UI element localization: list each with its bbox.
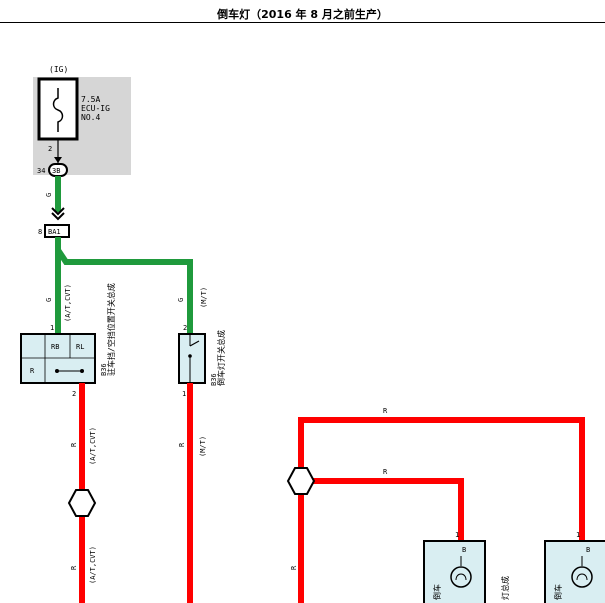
park-switch-name: 驻车挡/空挡位置开关总成	[106, 283, 116, 376]
wire-r-far-left-label: R	[290, 565, 298, 570]
park-switch-cell-rl: RL	[76, 343, 84, 351]
fuse-rating: 7.5A	[81, 95, 100, 104]
lamp-left-terminal: B	[462, 546, 466, 554]
park-switch-cell-rb: RB	[51, 343, 59, 351]
wire-g-top-label: G	[45, 193, 53, 197]
park-switch-cell-r: R	[30, 367, 35, 375]
connector-3b-label: 3B	[52, 167, 60, 175]
variant-atcvt-1: (A/T,CVT)	[64, 284, 72, 322]
fuse-name: ECU-IG	[81, 104, 110, 113]
wire-joint-hexagon	[286, 467, 316, 495]
splice-ba1-label: BA1	[48, 228, 61, 236]
switch-contact-icon	[80, 369, 84, 373]
backup-switch-pin-1: 1	[182, 390, 186, 398]
wire-green-right	[55, 248, 193, 334]
lamp-left-pin: 1	[455, 531, 459, 539]
lamp-right-terminal: B	[586, 546, 590, 554]
splice-pin-8: 8	[38, 228, 42, 236]
fuse-icon	[52, 88, 64, 132]
wire-red-top-branch	[298, 417, 585, 603]
lamp-bulb-icon	[450, 566, 472, 588]
title-underline	[0, 22, 605, 23]
lamp-left-label: 倒车	[432, 584, 442, 600]
park-switch-code: B36	[100, 363, 108, 376]
wire-red-mid-branch	[301, 478, 464, 541]
arrow-down-icon	[54, 157, 62, 163]
park-neutral-switch	[20, 333, 96, 384]
connector-pin-34: 34	[37, 167, 45, 175]
wire-joint-hexagon	[67, 489, 97, 517]
wire-g-left-label: G	[45, 298, 53, 302]
wire-r-top-branch-label: R	[383, 407, 388, 415]
ig-label: (IG)	[49, 65, 68, 74]
backup-lamp-switch	[178, 333, 206, 384]
wire-r-left-lower-label: R	[70, 565, 78, 570]
variant-atcvt-3: (A/T,CVT)	[89, 546, 97, 584]
lamp-right-label: 倒车	[553, 584, 563, 600]
backup-switch-code: B36	[210, 373, 218, 386]
lamp-bulb-icon	[571, 566, 593, 588]
variant-mt-1: (M/T)	[200, 287, 208, 308]
chevron-down-icon	[51, 207, 65, 216]
wire-r-right-upper-label: R	[178, 442, 186, 447]
backup-lamp-right	[544, 540, 605, 603]
variant-mt-2: (M/T)	[199, 436, 207, 457]
fuse-pin-2: 2	[48, 145, 52, 153]
lamp-assy-label: 灯总成	[500, 576, 510, 600]
park-switch-pin-2: 2	[72, 390, 76, 398]
wire-g-right-label: G	[177, 298, 185, 302]
chevron-down-icon	[51, 212, 65, 221]
page-title: 倒车灯（2016 年 8 月之前生产）	[217, 8, 388, 21]
backup-lamp-left	[423, 540, 486, 603]
lamp-right-pin: 1	[576, 531, 580, 539]
backup-switch-pin-2: 2	[183, 324, 187, 332]
variant-atcvt-2: (A/T,CVT)	[89, 427, 97, 465]
switch-lever-icon	[189, 340, 200, 347]
park-switch-pin-1: 1	[50, 324, 54, 332]
fuse-number: NO.4	[81, 113, 100, 122]
wire-r-mid-branch-label: R	[383, 468, 388, 476]
wire-r-left-upper-label: R	[70, 442, 78, 447]
backup-switch-name: 倒车灯开关总成	[216, 330, 226, 386]
